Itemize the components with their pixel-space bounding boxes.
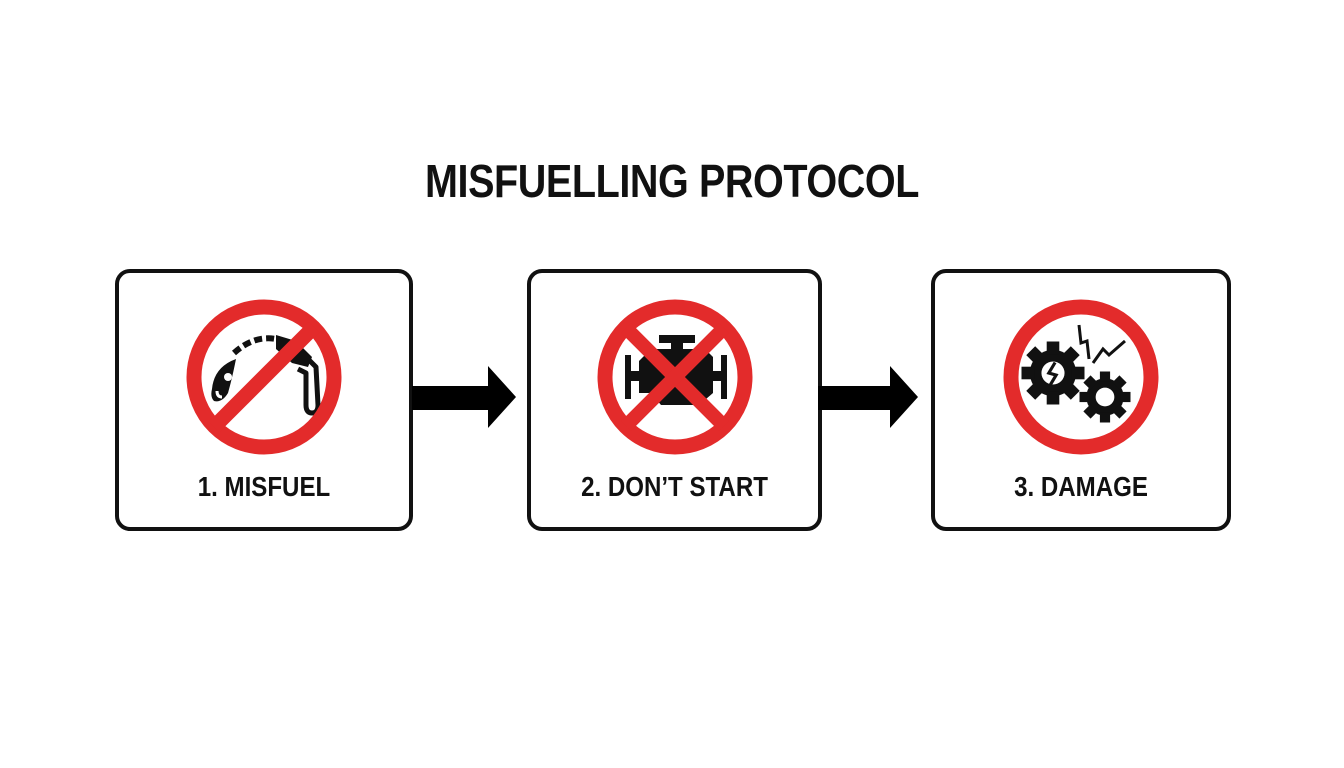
diagram-title: MISFUELLING PROTOCOL (425, 155, 919, 207)
fuel-nozzle-prohibited-icon (186, 299, 342, 455)
step-1-label: 1. MISFUEL (197, 471, 331, 502)
arrow-right-icon (412, 366, 516, 428)
step-2-label: 2. DON’T START (581, 471, 768, 502)
step-3-label: 3. DAMAGE (1014, 471, 1148, 502)
broken-gears-icon (1003, 299, 1159, 455)
step-1-card: 1. MISFUEL (115, 269, 413, 531)
engine-crossed-out-icon (597, 299, 752, 455)
step-2-card: 2. DON’T START (527, 269, 822, 531)
step-3-card: 3. DAMAGE (931, 269, 1231, 531)
arrow-right-icon (818, 366, 918, 428)
